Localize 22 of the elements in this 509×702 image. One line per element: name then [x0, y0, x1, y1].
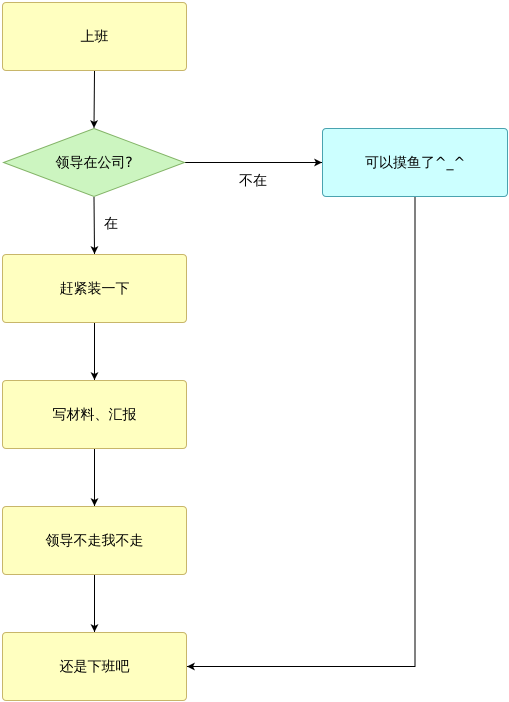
- arrow: [90, 322, 98, 380]
- process-box: [2, 632, 187, 701]
- node-label: 还是下班吧: [58, 658, 130, 676]
- node-label: 写材料、汇报: [52, 406, 138, 424]
- node-label: 赶紧装一下: [58, 280, 130, 298]
- arrow: [90, 70, 98, 128]
- edge-label: 在: [103, 215, 119, 233]
- arrow: [90, 574, 98, 632]
- arrow: [184, 158, 322, 166]
- arrow: [90, 448, 98, 506]
- node-label: 上班: [80, 28, 110, 46]
- node-label: 领导在公司?: [54, 154, 134, 172]
- process-box: [2, 2, 187, 71]
- node-label: 领导不走我不走: [44, 532, 144, 550]
- process-box: [2, 380, 187, 449]
- arrow: [90, 196, 98, 254]
- arrow: [186, 196, 416, 670]
- process-box: [322, 128, 508, 197]
- process-box: [2, 506, 187, 575]
- node-label: 可以摸鱼了^_^: [364, 154, 466, 172]
- process-box: [2, 254, 187, 323]
- edge-label: 不在: [238, 172, 268, 190]
